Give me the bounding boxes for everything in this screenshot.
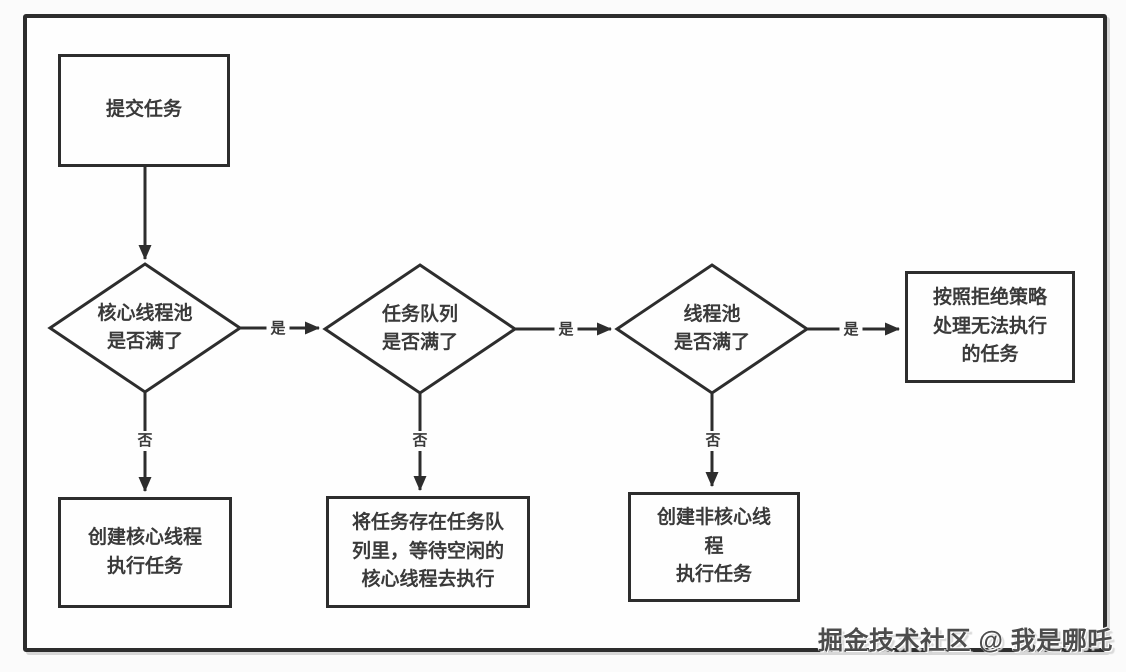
node-create-core-thread: 创建核心线程 执行任务 [58,497,232,608]
node-reject-policy-label: 按照拒绝策略 处理无法执行 的任务 [932,287,1047,366]
decision-task-queue-label: 任务队列 是否满了 [381,303,458,354]
node-create-noncore-thread-label: 创建非核心线 程 执行任务 [656,507,771,586]
edge-label-yes-core: 是 [266,319,290,339]
edge-label-no-pool: 否 [701,431,725,451]
edge-label-yes-queue: 是 [554,320,578,340]
edge-label-no-queue: 否 [408,431,432,451]
decision-core-pool-label: 核心线程池 是否满了 [97,302,193,353]
node-submit-task: 提交任务 [58,54,230,167]
node-store-in-queue-label: 将任务存在任务队 列里，等待空闲的 核心线程去执行 [351,512,504,591]
edge-label-no-core: 否 [133,431,157,451]
node-store-in-queue: 将任务存在任务队 列里，等待空闲的 核心线程去执行 [326,496,530,608]
node-reject-policy: 按照拒绝策略 处理无法执行 的任务 [905,271,1075,383]
edge-label-yes-pool: 是 [839,320,863,340]
node-create-noncore-thread: 创建非核心线 程 执行任务 [628,492,800,602]
decision-thread-pool-label: 线程池 是否满了 [673,303,750,354]
node-submit-task-label: 提交任务 [105,99,182,121]
watermark-text: 掘金技术社区 @ 我是哪吒 [818,627,1113,655]
node-create-core-thread-label: 创建核心线程 执行任务 [87,527,202,577]
